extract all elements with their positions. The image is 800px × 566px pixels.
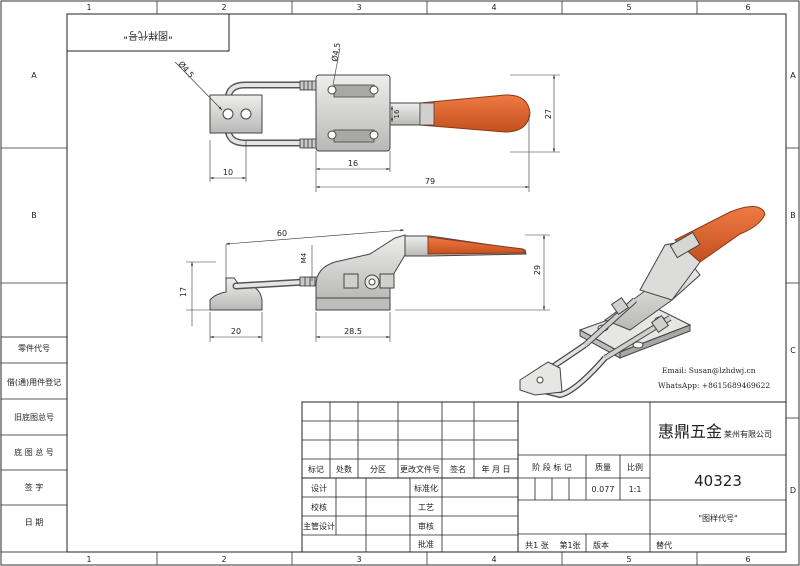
rev-header: 年 月 日 [481, 464, 510, 474]
rev-header: 标记 [308, 464, 324, 474]
replace-label: 替代 [656, 540, 672, 550]
isometric-view [519, 206, 766, 399]
side-label: 签 字 [25, 482, 44, 492]
rev-header: 分区 [370, 465, 386, 474]
row-label: B [31, 211, 37, 220]
col-label: 5 [626, 555, 631, 564]
part-number: 40323 [694, 472, 742, 490]
dim-28-5: 28.5 [344, 327, 362, 336]
dim-16: 16 [348, 159, 358, 168]
scale-label: 比例 [627, 462, 643, 472]
side-label: 零件代号 [18, 343, 50, 353]
company-suffix: 莱州有限公司 [724, 429, 772, 439]
handle [419, 94, 531, 133]
rev-header: 处数 [336, 464, 352, 474]
col-label: 5 [626, 3, 631, 12]
col-label: 3 [356, 555, 361, 564]
top-dimensions [174, 47, 560, 192]
mid-label: 批准 [418, 539, 434, 549]
side-dimensions [186, 229, 550, 342]
mid-label: 审核 [418, 521, 434, 531]
iso-handle [674, 206, 766, 263]
row-labels: A B A B C D [31, 71, 796, 495]
drawing-code-box [66, 13, 230, 52]
sign-rows: 设计 校核 主管设计 标准化 工艺 审核 批准 [303, 483, 438, 549]
side-view [209, 234, 527, 311]
col-label: 1 [86, 555, 91, 564]
row-label: A [31, 71, 37, 80]
revision-headers: 标记 处数 分区 更改文件号 签名 年 月 日 [308, 464, 511, 474]
hook-block [209, 94, 263, 134]
row-label: C [790, 346, 796, 355]
scale-value: 1:1 [629, 485, 642, 494]
company-name: 惠鼎五金 [658, 422, 722, 441]
column-labels: 1 2 3 4 5 6 1 2 3 4 5 6 [86, 3, 750, 564]
mass-value: 0.077 [592, 485, 615, 494]
dim-m4: M4 [300, 252, 308, 263]
col-label: 2 [221, 555, 226, 564]
dim-17: 17 [179, 287, 188, 297]
sign-label: 校核 [311, 502, 327, 512]
contact-whatsapp: WhatsApp: +8615689469622 [658, 381, 770, 390]
side-base [315, 297, 391, 311]
version-label: 版本 [593, 540, 609, 550]
side-label: 旧底图总号 [14, 412, 54, 422]
side-label: 日 期 [25, 518, 44, 527]
mid-label: 工艺 [418, 503, 434, 512]
side-body [315, 234, 406, 301]
dim-27: 27 [544, 109, 553, 119]
col-label: 6 [745, 555, 750, 564]
row-label: D [790, 486, 796, 495]
col-label: 6 [745, 3, 750, 12]
side-handle [427, 236, 526, 255]
drawing-code: "图样代号" [698, 513, 737, 523]
dim-79: 79 [425, 177, 435, 186]
side-label: 借(通)用件登记 [7, 377, 61, 387]
top-view [209, 74, 531, 152]
hole-icon [240, 108, 252, 120]
mid-label: 标准化 [414, 483, 438, 493]
dim-20: 20 [231, 327, 241, 336]
dim-dia-top: Ø4.5 [329, 42, 342, 62]
col-label: 4 [491, 555, 496, 564]
rev-header: 更改文件号 [400, 464, 440, 474]
hole-icon [222, 108, 234, 120]
col-label: 4 [491, 3, 496, 12]
col-label: 2 [221, 3, 226, 12]
stage-label: 阶 段 标 记 [532, 462, 572, 472]
col-label: 3 [356, 3, 361, 12]
side-registration-table: 零件代号 借(通)用件登记 旧底图总号 底 图 总 号 签 字 日 期 [0, 336, 68, 553]
sign-label: 设计 [311, 483, 327, 493]
dim-60: 60 [277, 229, 287, 238]
dim-29: 29 [533, 265, 542, 275]
contact-email: Email: Susan@lzhdwj.cn [662, 366, 756, 375]
row-label: B [790, 211, 796, 220]
dim-10: 10 [223, 168, 233, 177]
sign-label: 主管设计 [303, 521, 335, 531]
col-label: 1 [86, 3, 91, 12]
sheet-number: 第1张 [559, 540, 580, 550]
rev-header: 签名 [450, 464, 466, 474]
row-label: A [790, 71, 796, 80]
mass-label: 质量 [595, 462, 611, 472]
drawing-code-rotated: "图样代号" [123, 29, 172, 42]
dim-dia-small: Ø4.5 [176, 59, 196, 80]
sheet-total: 共1 张 [525, 541, 549, 550]
title-block-grid [301, 401, 787, 553]
side-label: 底 图 总 号 [14, 447, 54, 457]
dim-16-vertical: 16 [393, 109, 401, 118]
